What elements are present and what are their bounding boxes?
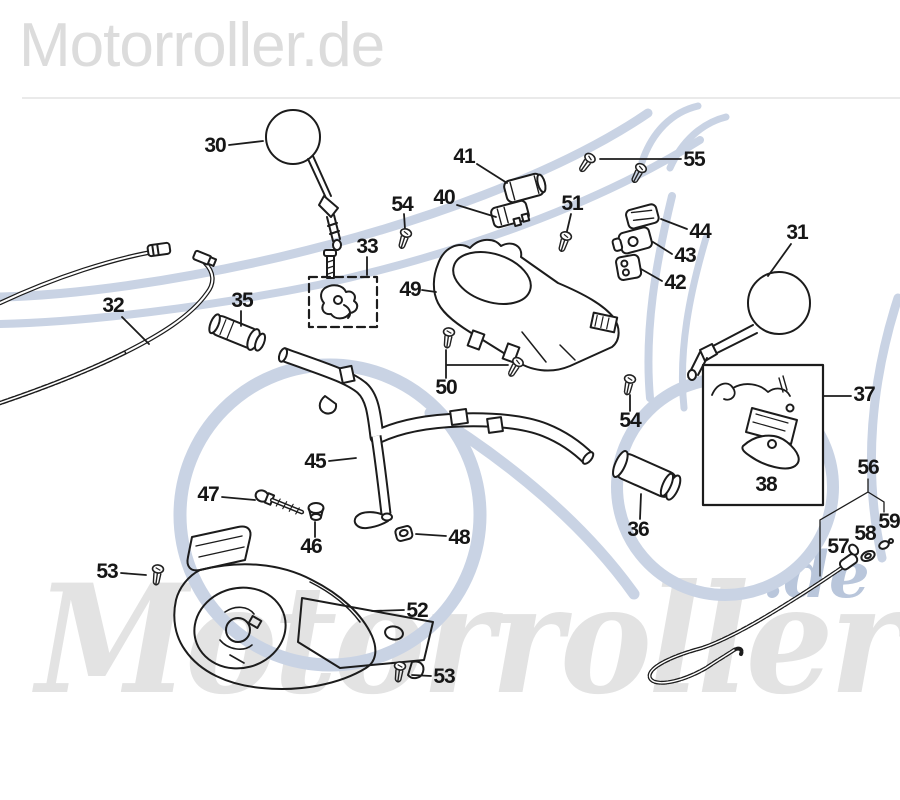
leader-42 (640, 268, 663, 282)
site-logo: Motorroller.de (19, 11, 385, 80)
part-clamp-33 (307, 249, 379, 329)
part-screw-50a (440, 326, 456, 350)
leader-44 (660, 218, 688, 230)
part-block-43 (611, 226, 653, 255)
part-screw-54a (395, 226, 414, 251)
part-screw-53b (391, 660, 407, 684)
part-screw-54b (620, 373, 638, 397)
leader-43 (652, 241, 673, 255)
leader-30 (228, 140, 264, 146)
swoosh-hook-1 (638, 102, 702, 166)
leader-56 (819, 478, 885, 577)
part-cover-49 (432, 238, 620, 372)
part-screw-53a (149, 563, 165, 587)
leader-47 (221, 496, 256, 501)
part-handlebar-45 (277, 346, 595, 530)
leader-45 (328, 457, 357, 462)
swoosh-band-5 (424, 407, 640, 600)
leader-49 (421, 289, 437, 293)
part-block-44 (625, 203, 660, 230)
part-washer-58 (860, 549, 876, 563)
part-grip-36 (612, 450, 682, 501)
part-lever-box-37 (701, 363, 825, 507)
part-screw-51 (555, 229, 574, 254)
swoosh-band-4 (678, 234, 710, 412)
leader-53a (120, 572, 147, 576)
swoosh-band-2 (0, 136, 704, 328)
leader-54a (403, 213, 406, 230)
part-nut-59 (878, 540, 890, 550)
part-block-41 (503, 172, 547, 204)
leader-48 (415, 533, 447, 537)
part-block-40 (490, 199, 531, 229)
part-brake-cable-56 (647, 538, 894, 685)
leader-50 (445, 349, 509, 379)
part-lever-38 (741, 434, 800, 470)
swoosh-band-3 (644, 192, 676, 402)
leader-41 (476, 163, 508, 184)
part-washer-46 (307, 502, 325, 521)
part-mirror-right-31 (687, 271, 811, 381)
header-divider (22, 97, 900, 99)
leader-40 (456, 204, 497, 218)
part-cover-52 (173, 525, 434, 691)
leader-lines (120, 140, 885, 677)
leader-31 (767, 243, 792, 277)
leader-53b (411, 674, 432, 677)
part-bolt-47 (254, 489, 305, 515)
leader-51 (566, 213, 572, 232)
leader-52 (371, 609, 405, 612)
part-mirror-left-30 (265, 109, 342, 251)
part-block-42 (615, 253, 643, 281)
leader-32 (121, 316, 150, 345)
swoosh-hook-2 (666, 113, 730, 172)
swoosh-band-1 (0, 108, 653, 302)
part-cable-32 (0, 241, 218, 406)
part-nut-48 (394, 525, 414, 542)
leader-36 (639, 493, 642, 520)
swoosh-band-6 (866, 293, 900, 563)
part-grip-35 (208, 313, 267, 352)
